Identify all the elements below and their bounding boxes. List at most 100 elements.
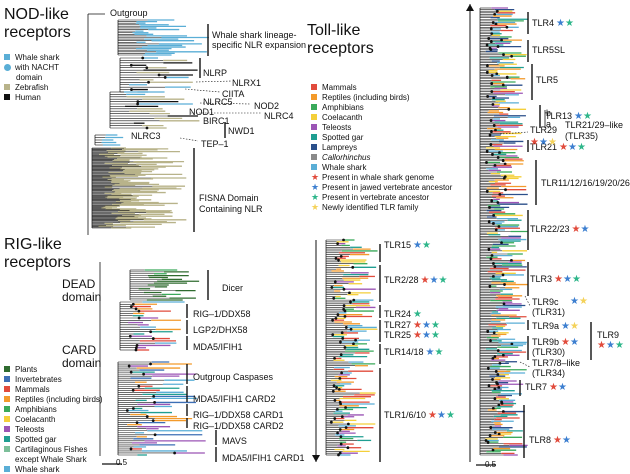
nod-legend-whale-shark: Whale shark (4, 52, 59, 62)
tlr-clade-label: TLR7★★ (525, 382, 567, 393)
node-dot (343, 309, 347, 313)
node-dot (500, 241, 503, 245)
tlr-legend-item: Callorhinchus (311, 152, 452, 162)
green-star-icon: ★ (576, 142, 586, 153)
node-dot (496, 349, 500, 352)
node-dot (335, 408, 339, 411)
red-star-icon: ★ (428, 410, 437, 421)
node-dot (489, 143, 493, 147)
reptiles-swatch (311, 94, 317, 100)
amphibians-swatch (311, 104, 317, 110)
node-dot (342, 304, 346, 307)
tlr-name: TLR4 (532, 18, 555, 28)
blue-star-icon: ★ (574, 111, 583, 122)
node-dot (351, 265, 355, 269)
node-dot (493, 431, 497, 434)
node-dot (129, 63, 133, 67)
tlr-legend-item: Reptiles (including birds) (311, 92, 452, 102)
tlr-legend-item: Teleosts (311, 122, 452, 132)
node-dot (131, 407, 135, 410)
node-dot (340, 371, 344, 375)
star-group: ★★ (553, 435, 571, 446)
node-dot (337, 388, 341, 391)
node-dot (502, 177, 506, 180)
tlr-clade-label: b (546, 108, 551, 118)
node-dot (491, 103, 495, 106)
node-dot (149, 362, 152, 366)
tlr-name: TLR21 (530, 142, 558, 152)
nod-nod2-label: NOD2 (254, 101, 280, 111)
node-dot (151, 337, 155, 340)
tlr-clade-label: (TLR35) (565, 131, 598, 141)
callorhinchus-swatch (311, 154, 317, 160)
star-group: ★★ (426, 347, 444, 358)
green-star-icon: ★ (571, 274, 581, 285)
rig-rig1-label: RIG–1/DDX58 (193, 309, 251, 319)
legend-label: Amphibians (322, 102, 364, 112)
node-dot (329, 420, 333, 424)
tlr-name: TLR24 (384, 309, 412, 319)
rig-legend-item: Plants (4, 364, 103, 374)
node-dot (346, 422, 350, 426)
teleosts-swatch (4, 426, 10, 432)
tlr-clade-label: a (546, 119, 551, 129)
tlr-legend-item: Whale shark (311, 162, 452, 172)
node-dot (494, 228, 498, 232)
node-dot (489, 257, 493, 261)
red-star-icon: ★ (561, 337, 570, 348)
node-dot (492, 123, 496, 127)
star-group: ★★ (561, 321, 579, 332)
blue-star-icon: ★ (567, 142, 577, 153)
plants-swatch (4, 366, 10, 372)
nlrx1-leader (195, 80, 233, 83)
tlr-clade-label: TLR8★★ (529, 435, 571, 446)
tlr-clade-label: TLR21/29–like (565, 120, 623, 130)
blue-star-icon: ★ (429, 275, 439, 286)
nod-tep1-label: TEP–1 (201, 139, 229, 149)
nod-legend-nacht: with NACHT (4, 62, 59, 72)
node-dot (498, 151, 501, 155)
tlr-legend-item: Coelacanth (311, 112, 452, 122)
node-dot (336, 431, 339, 435)
tlr-clade-label: TLR25★★★ (384, 330, 440, 341)
whale-shark-swatch (311, 164, 317, 170)
node-dot (497, 403, 501, 407)
node-dot (346, 446, 350, 450)
node-dot (501, 273, 505, 277)
node-dot (333, 280, 337, 284)
tlr-name: TLR25 (384, 330, 412, 340)
node-dot (496, 201, 500, 204)
blue-star-icon: ★ (557, 382, 567, 393)
node-dot (485, 70, 489, 74)
tlr-clade-label: (TLR34) (532, 368, 565, 378)
tlr-clade-label: TLR5 (536, 75, 558, 85)
rig-rig1-card2-label: RIG–1/DDX58 CARD2 (193, 421, 284, 431)
node-dot (489, 27, 493, 31)
legend-label: Human (15, 92, 41, 102)
node-dot (136, 102, 140, 106)
tlr-name: TLR22/23 (530, 224, 570, 234)
nod-nlrc3-label: NLRC3 (131, 131, 161, 141)
node-dot (485, 160, 488, 164)
tlr-legend-item: Lampreys (311, 142, 452, 152)
node-dot (492, 331, 496, 335)
legend-label: Newly identified TLR family (322, 202, 419, 212)
red-star-icon: ★ (413, 330, 422, 341)
legend-label: Amphibians (15, 404, 57, 414)
yellow-star-icon: ★ (547, 137, 557, 148)
nod-legend: Whale shark with NACHT domain Zebrafish … (4, 52, 59, 102)
nod-legend-zebrafish: Zebrafish (4, 82, 59, 92)
tlr-legend-item: ★Present in jawed vertebrate ancestor (311, 182, 452, 192)
node-dot (493, 355, 497, 359)
node-dot (163, 76, 167, 79)
legend-label: Coelacanth (322, 112, 363, 122)
node-dot (488, 205, 491, 209)
tlr-name: TLR14/18 (384, 347, 424, 357)
star-group: ★★★ (413, 320, 440, 331)
tlr-clade-label: TLR29 (530, 125, 557, 135)
node-dot (501, 159, 505, 163)
node-dot (492, 262, 495, 266)
tlr-name: TLR5SL (532, 45, 566, 55)
node-dot (157, 73, 161, 77)
blue-star-icon: ★ (605, 340, 615, 351)
